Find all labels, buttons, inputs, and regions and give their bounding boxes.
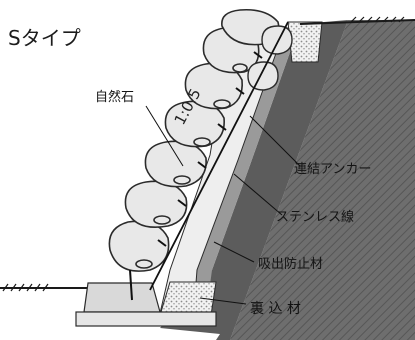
stone: [164, 100, 225, 148]
suction-prevention-label: 吸出防止材: [258, 256, 323, 272]
top-ground-hatch: [350, 16, 405, 23]
stone: [108, 220, 170, 272]
backfill-zone: [160, 20, 348, 340]
crown-gravel: [287, 21, 323, 63]
stone: [144, 140, 207, 188]
natural-stones: [108, 8, 280, 272]
connecting-anchor-label: 連結アンカー: [294, 162, 371, 177]
connecting-anchors: [129, 51, 263, 301]
filter-band: [193, 24, 300, 322]
front-ground-hatch: [2, 283, 49, 292]
backfill-label: 裏 込 材: [250, 300, 301, 317]
natural-ground-hatch: [230, 20, 415, 340]
stone: [184, 62, 243, 110]
crown-stones: [247, 25, 293, 91]
leader-lines: [145, 105, 301, 305]
stone: [124, 180, 188, 228]
natural-stone-label: 自然石: [95, 89, 134, 105]
top-ground-line: [299, 19, 415, 25]
stainless-wire: [149, 21, 289, 291]
stainless-wire-label: ステンレス線: [276, 209, 354, 225]
diagram-title: Sタイプ: [8, 26, 81, 50]
